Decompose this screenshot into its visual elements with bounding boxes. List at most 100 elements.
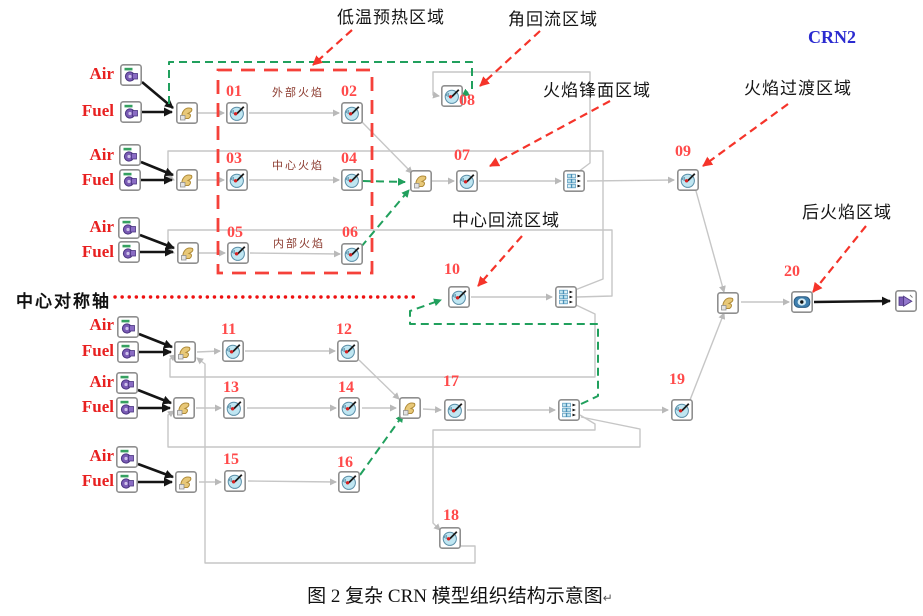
node-psr-13[interactable] <box>223 397 245 419</box>
fuel-label-5: Fuel <box>81 242 114 261</box>
node-psr-01[interactable] <box>226 102 248 124</box>
node-mixer-5[interactable] <box>717 292 739 314</box>
node-psr-16[interactable] <box>338 471 360 493</box>
node-pfr-20[interactable] <box>791 291 813 313</box>
source-icon <box>116 372 138 394</box>
psr-icon <box>226 169 248 191</box>
zone-low-temp-preheat: 低温预热区域 <box>337 8 445 28</box>
node-splitter-1[interactable] <box>563 170 585 192</box>
node-air-1[interactable] <box>120 64 142 86</box>
node-fuel-2[interactable] <box>119 169 141 191</box>
air-label-0: Air <box>89 64 114 83</box>
reactor-number-20: 20 <box>784 263 800 280</box>
edge-gray <box>247 478 337 486</box>
psr-icon <box>338 397 360 419</box>
node-psr-02[interactable] <box>341 102 363 124</box>
node-air-4[interactable] <box>117 316 139 338</box>
reactor-number-02: 02 <box>341 83 357 100</box>
pfr-icon <box>791 291 813 313</box>
node-psr-14[interactable] <box>338 397 360 419</box>
edge-gray <box>249 250 341 258</box>
splitter-icon <box>558 399 580 421</box>
node-psr-09[interactable] <box>677 169 699 191</box>
psr-icon <box>227 242 249 264</box>
node-mixer-3[interactable] <box>177 242 199 264</box>
node-mixer-2[interactable] <box>176 169 198 191</box>
node-splitter-2[interactable] <box>555 286 577 308</box>
reactor-number-11: 11 <box>221 321 237 338</box>
edge-gray <box>689 312 726 401</box>
node-psr-07[interactable] <box>456 170 478 192</box>
mixer-icon <box>176 102 198 124</box>
node-fuel-4[interactable] <box>117 341 139 363</box>
fuel-label-1: Fuel <box>81 101 114 120</box>
node-air-5[interactable] <box>116 372 138 394</box>
psr-icon <box>338 471 360 493</box>
node-mixer-9[interactable] <box>175 471 197 493</box>
reactor-number-05: 05 <box>227 224 243 241</box>
reactor-number-09: 09 <box>675 143 691 160</box>
psr-icon <box>441 85 463 107</box>
reactor-number-13: 13 <box>223 379 239 396</box>
psr-icon <box>341 169 363 191</box>
mixer-icon <box>174 341 196 363</box>
node-fuel-1[interactable] <box>120 101 142 123</box>
mixer-icon <box>717 292 739 314</box>
psr-icon <box>341 102 363 124</box>
edge-green <box>168 61 473 104</box>
edge-gray <box>167 410 641 448</box>
edge-red <box>479 30 541 87</box>
node-splitter-3[interactable] <box>558 399 580 421</box>
node-psr-10[interactable] <box>448 286 470 308</box>
mixer-icon <box>176 169 198 191</box>
node-psr-04[interactable] <box>341 169 363 191</box>
psr-icon <box>223 397 245 419</box>
edge-black <box>139 233 175 250</box>
node-mixer-7[interactable] <box>173 397 195 419</box>
flame-row-label-2: 内部火焰 <box>273 237 325 250</box>
node-outlet[interactable] <box>895 290 917 312</box>
splitter-icon <box>555 286 577 308</box>
figure-caption: 图 2 复杂 CRN 模型组织结构示意图↵ <box>230 581 690 608</box>
edge-green <box>359 414 404 476</box>
psr-icon <box>448 286 470 308</box>
node-psr-19[interactable] <box>671 399 693 421</box>
node-fuel-5[interactable] <box>116 397 138 419</box>
edge-red <box>312 29 353 66</box>
node-psr-11[interactable] <box>222 340 244 362</box>
reactor-number-12: 12 <box>336 321 352 338</box>
mixer-icon <box>399 397 421 419</box>
node-psr-17[interactable] <box>444 399 466 421</box>
node-psr-12[interactable] <box>337 340 359 362</box>
symmetry-axis-label: 中心对称轴 <box>16 292 111 312</box>
node-air-3[interactable] <box>118 217 140 239</box>
node-psr-05[interactable] <box>227 242 249 264</box>
fuel-label-11: Fuel <box>81 471 114 490</box>
edge-gray <box>422 406 442 414</box>
reactor-number-15: 15 <box>223 451 239 468</box>
node-mixer-6[interactable] <box>174 341 196 363</box>
node-air-2[interactable] <box>119 144 141 166</box>
node-mixer-8[interactable] <box>399 397 421 419</box>
node-fuel-3[interactable] <box>118 241 140 263</box>
node-mixer-1[interactable] <box>176 102 198 124</box>
source-icon <box>116 446 138 468</box>
reactor-number-19: 19 <box>669 371 685 388</box>
reactor-number-03: 03 <box>226 150 242 167</box>
node-air-6[interactable] <box>116 446 138 468</box>
node-mixer-4[interactable] <box>410 170 432 192</box>
node-fuel-6[interactable] <box>116 471 138 493</box>
edge-red <box>702 103 789 167</box>
node-psr-08[interactable] <box>441 85 463 107</box>
node-psr-18[interactable] <box>439 527 461 549</box>
air-label-4: Air <box>89 217 114 236</box>
reactor-number-04: 04 <box>341 150 357 167</box>
node-psr-03[interactable] <box>226 169 248 191</box>
edge-gray <box>586 176 675 184</box>
reactor-number-06: 06 <box>342 224 358 241</box>
source-icon <box>116 397 138 419</box>
reactor-number-07: 07 <box>454 147 470 164</box>
source-icon <box>119 144 141 166</box>
node-psr-06[interactable] <box>341 243 363 265</box>
node-psr-15[interactable] <box>224 470 246 492</box>
